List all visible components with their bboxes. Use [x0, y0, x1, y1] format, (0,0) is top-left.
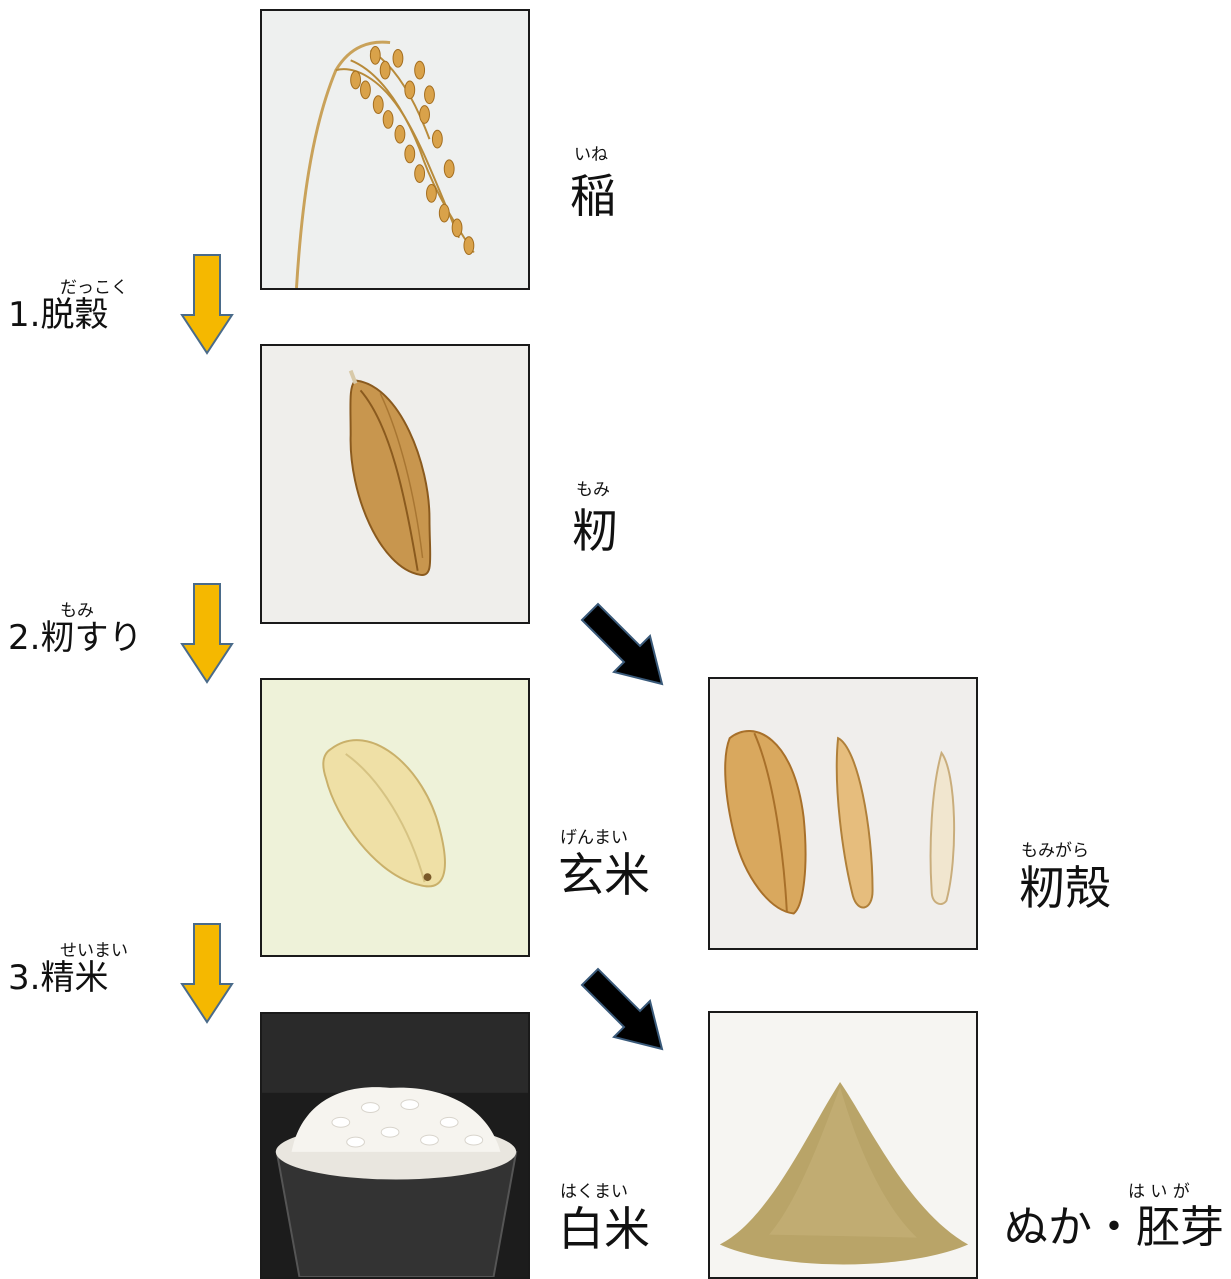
step-1-down-arrow-icon	[180, 253, 234, 357]
step-3-down-arrow-icon	[180, 922, 234, 1026]
white-rice-photo	[260, 1012, 530, 1279]
step-1-text: 1.脱穀	[8, 298, 108, 332]
husk-photo	[708, 677, 978, 950]
label-genmai: げんまい 玄米	[558, 830, 650, 898]
ruby-momi: もみ	[576, 482, 610, 499]
step-2-label: もみ 2.籾すり	[8, 603, 142, 655]
ruby-ine: いね	[574, 147, 608, 164]
ruby-genmai: げんまい	[560, 830, 628, 847]
text-nuka: ぬか・胚芽	[1004, 1206, 1224, 1250]
label-hakumai: はくまい 白米	[558, 1184, 650, 1252]
step-2-ruby: もみ	[60, 603, 94, 620]
brown-rice-photo	[260, 678, 530, 957]
label-momigara: もみがら 籾殻	[1019, 843, 1111, 911]
step-2-text: 2.籾すり	[8, 621, 142, 655]
text-ine: 稲	[570, 173, 616, 219]
husk-branch-arrow-icon	[578, 600, 668, 690]
step-1-label: だっこく 1.脱穀	[8, 280, 108, 332]
step-3-label: せいまい 3.精米	[8, 943, 108, 995]
label-nuka: は い が ぬか・胚芽	[1004, 1184, 1224, 1250]
rice-plant-photo	[260, 9, 530, 290]
ruby-hakumai: はくまい	[560, 1184, 628, 1201]
text-hakumai: 白米	[558, 1206, 650, 1252]
text-momi: 籾	[572, 508, 618, 554]
bran-branch-arrow-icon	[578, 965, 668, 1055]
ruby-haiga: は い が	[1128, 1184, 1190, 1201]
label-ine: いね 稲	[570, 147, 616, 219]
label-momi: もみ 籾	[572, 482, 618, 554]
step-3-ruby: せいまい	[60, 943, 128, 960]
step-3-text: 3.精米	[8, 961, 108, 995]
step-1-ruby: だっこく	[60, 280, 128, 297]
text-genmai: 玄米	[558, 852, 650, 898]
paddy-grain-photo	[260, 344, 530, 624]
rice-bran-photo	[708, 1011, 978, 1279]
text-momigara: 籾殻	[1019, 865, 1111, 911]
step-2-down-arrow-icon	[180, 582, 234, 686]
ruby-momigara: もみがら	[1021, 843, 1089, 860]
